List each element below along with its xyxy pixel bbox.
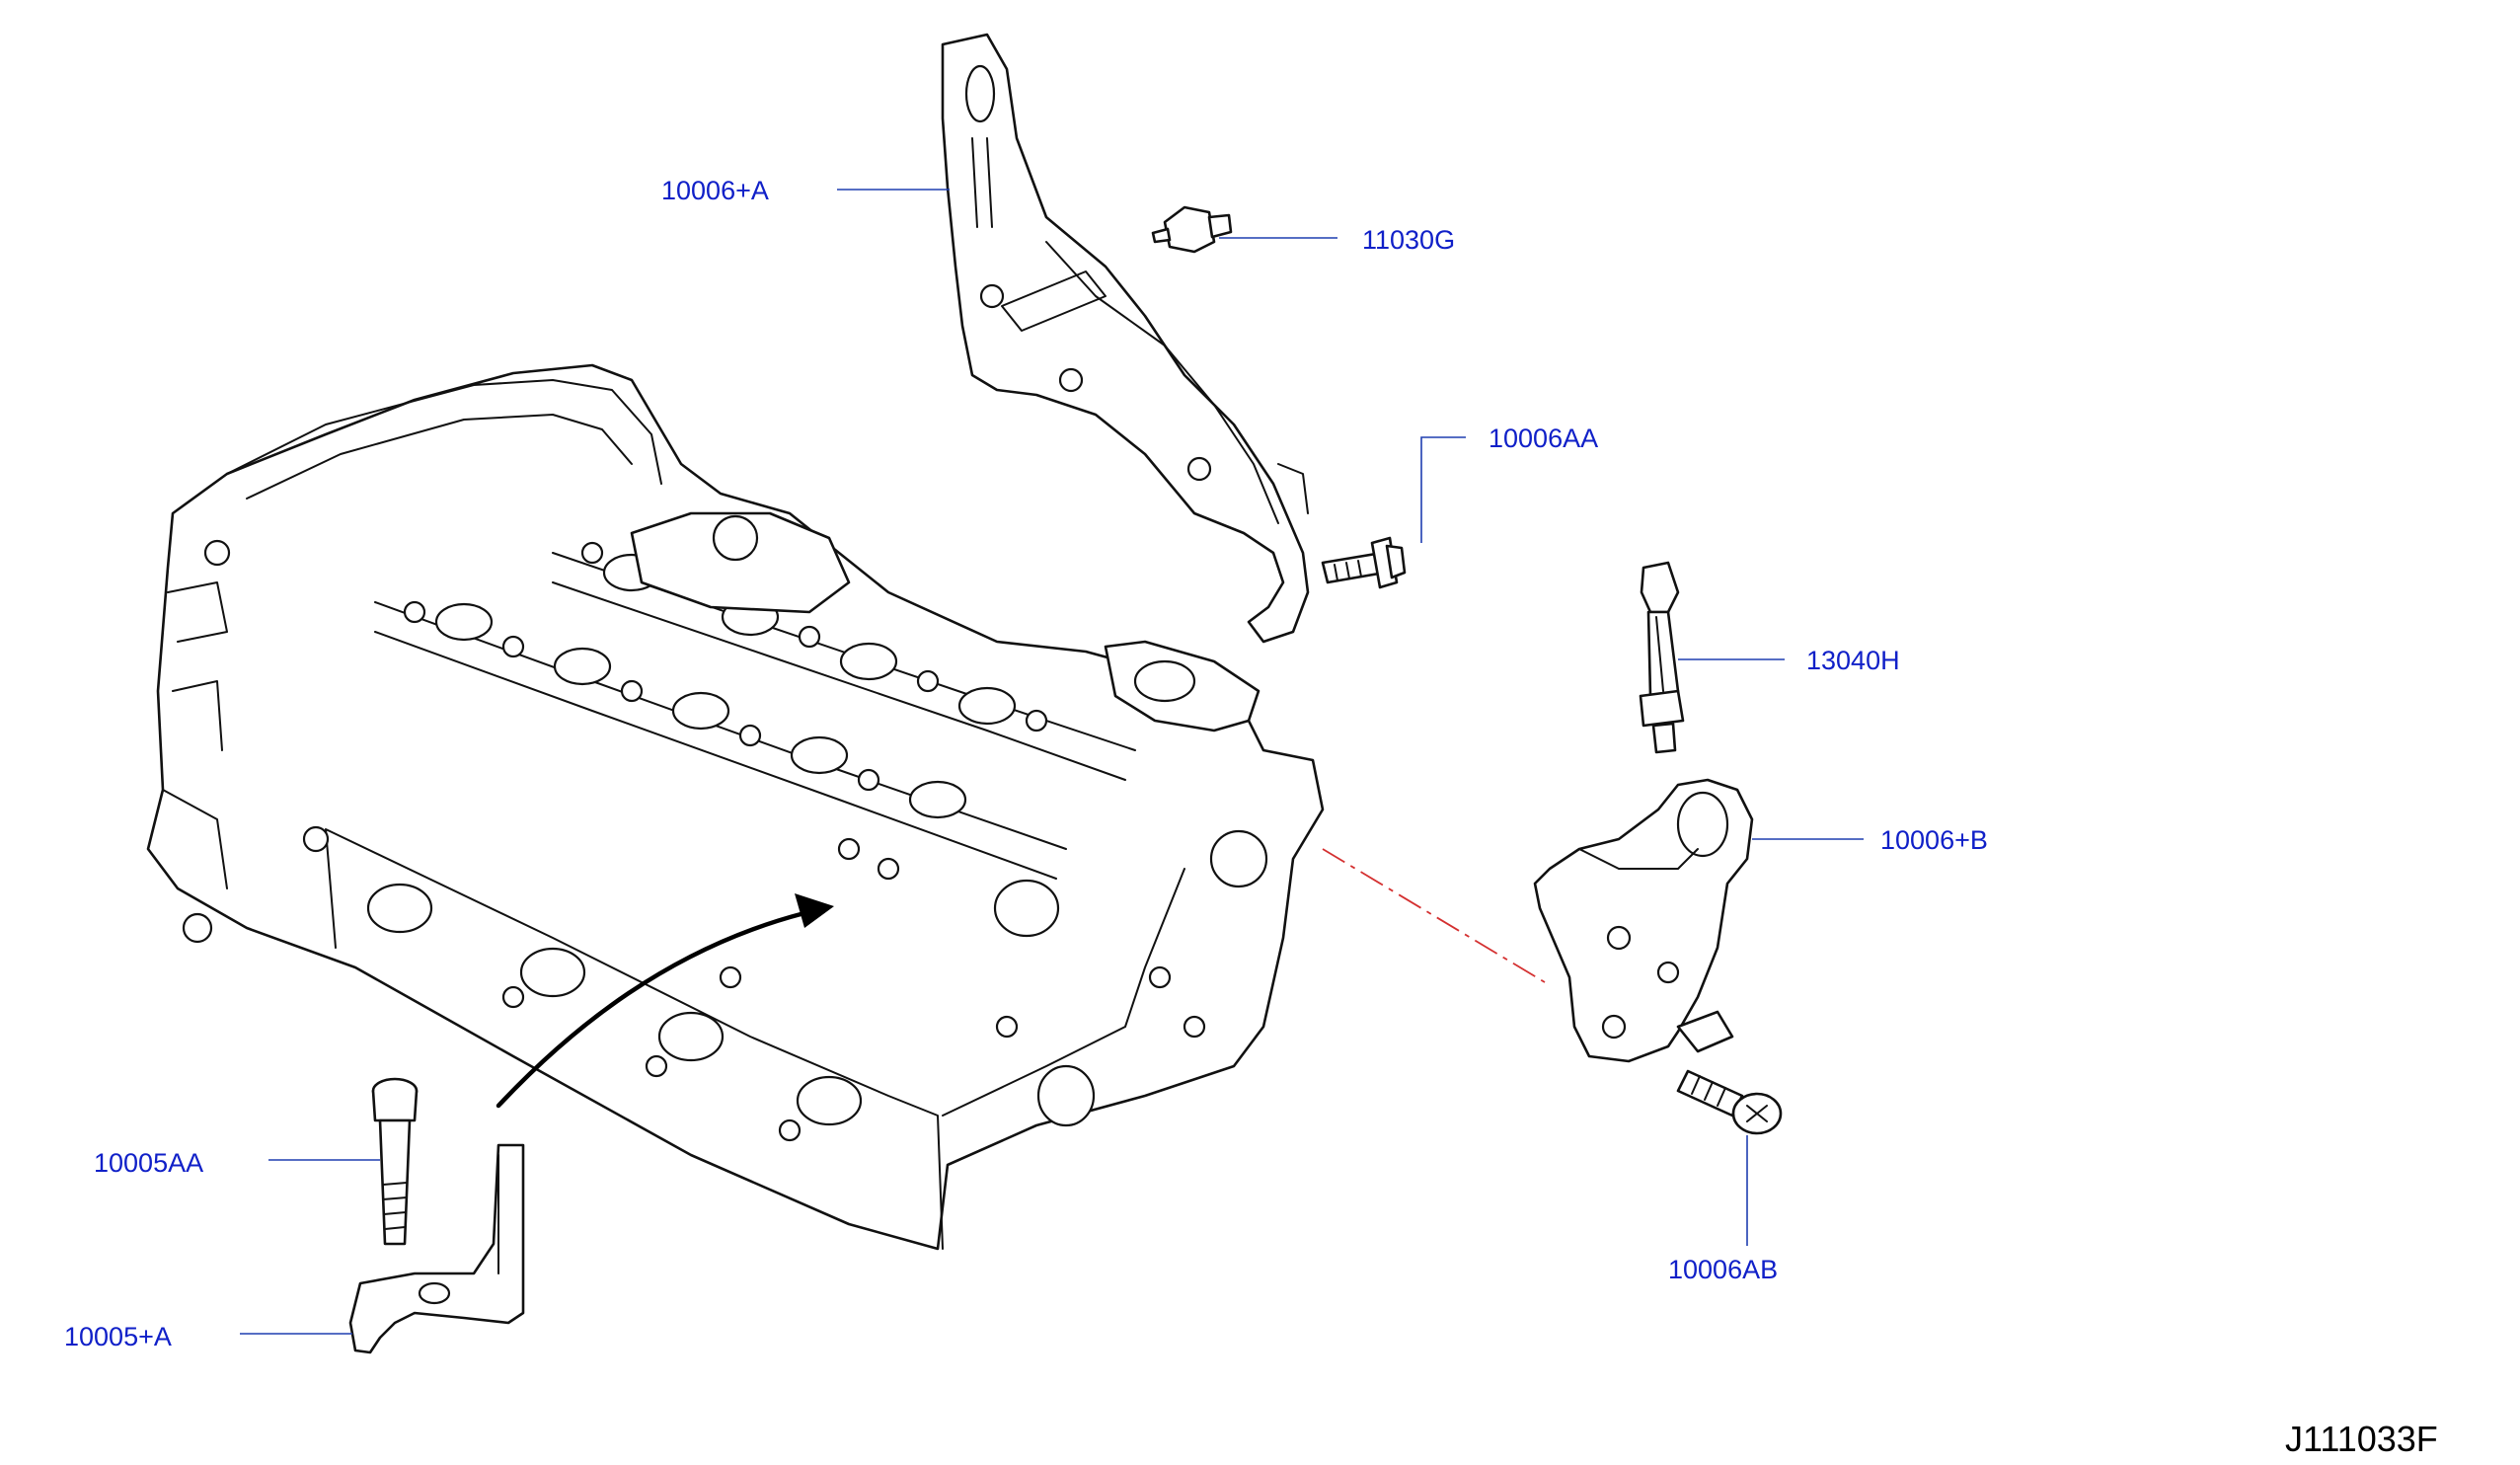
engine-slinger-bracket-10005 xyxy=(348,1143,525,1354)
sensor-13040h xyxy=(1639,561,1685,754)
leader-lines xyxy=(240,189,1864,1335)
engine-slinger-rear-bracket xyxy=(941,33,1310,644)
bolt-10006aa xyxy=(1321,536,1407,589)
leader-10006AA xyxy=(1420,436,1466,543)
callout-10005+A: 10005+A xyxy=(64,1322,172,1351)
diagram-reference-code: J111033F xyxy=(2285,1419,2438,1459)
bolt-10005aa xyxy=(371,1077,419,1246)
callout-11030G: 11030G xyxy=(1362,225,1455,255)
callout-10006AA: 10006AA xyxy=(1489,424,1598,453)
callout-13040H: 13040H xyxy=(1806,646,1900,675)
callout-labels: 10006+A 11030G 10006AA 13040H 10006+B 10… xyxy=(64,176,1988,1351)
callout-10006+A: 10006+A xyxy=(661,176,769,205)
callout-10006AB: 10006AB xyxy=(1668,1255,1778,1284)
callout-10006+B: 10006+B xyxy=(1880,825,1988,855)
callout-10005AA: 10005AA xyxy=(94,1148,203,1178)
locator-arrow xyxy=(496,893,834,1109)
assembly-guide-line xyxy=(1322,848,1546,983)
bolt-10006ab xyxy=(1676,1069,1783,1135)
engine-slinger-front-bracket xyxy=(1533,778,1754,1063)
stud-bolt-11030g xyxy=(1151,205,1233,254)
cylinder-head-drawing xyxy=(146,363,1325,1251)
